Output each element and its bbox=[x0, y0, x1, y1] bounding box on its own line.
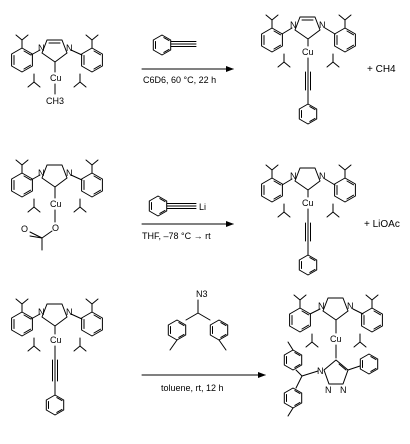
product-1: N N Cu bbox=[261, 14, 356, 125]
n-atom-2: N bbox=[325, 385, 332, 395]
o-atom-carbonyl: O bbox=[21, 224, 28, 234]
cu-label: Cu bbox=[50, 335, 62, 345]
conditions-2: THF, –78 °C → rt bbox=[142, 231, 211, 241]
ipr-1 bbox=[15, 34, 29, 49]
n-atom-left: N bbox=[290, 171, 297, 181]
conditions-1: C6D6, 60 °C, 22 h bbox=[143, 75, 216, 85]
reaction-2: N N Cu O O Li THF, bbox=[11, 159, 400, 276]
n-atom-left: N bbox=[318, 301, 325, 311]
n-atom-3: N bbox=[340, 385, 347, 395]
byproduct-2: + LiOAc bbox=[364, 219, 400, 230]
product-3: N N Cu N N N bbox=[283, 294, 383, 417]
ipr-2 bbox=[85, 34, 99, 49]
dipp-right bbox=[81, 47, 103, 73]
cu-label: Cu bbox=[50, 73, 62, 83]
reagent-1 bbox=[152, 34, 197, 56]
cu-label: Cu bbox=[302, 47, 314, 57]
azide-label: N3 bbox=[196, 289, 208, 299]
reactant-3: N N Cu bbox=[11, 298, 103, 416]
n-atom-left: N bbox=[38, 43, 45, 53]
cu-label: Cu bbox=[302, 198, 314, 208]
reaction-3: N N Cu N3 bbox=[11, 289, 383, 417]
reagent-3: N3 bbox=[167, 289, 229, 351]
product-2: N N Cu bbox=[261, 164, 356, 276]
dipp-left bbox=[11, 47, 33, 73]
reactant-1: N N Cu CH3 bbox=[11, 34, 103, 106]
n-atom-left: N bbox=[38, 168, 45, 178]
n-atom-left: N bbox=[38, 307, 45, 317]
reagent-2: Li bbox=[148, 195, 206, 217]
byproduct-1: + CH4 bbox=[367, 64, 396, 75]
li-label: Li bbox=[199, 202, 206, 212]
n-atom-right: N bbox=[319, 171, 326, 181]
n-atom-right: N bbox=[66, 43, 73, 53]
n-atom-right: N bbox=[347, 301, 354, 311]
conditions-3: toluene, rt, 12 h bbox=[161, 383, 224, 393]
cu-label: Cu bbox=[50, 199, 62, 209]
reaction-1: N N Cu CH3 C6D6, 60 °C, 22 h bbox=[11, 14, 396, 125]
n-atom-right: N bbox=[66, 307, 73, 317]
n-atom-1: N bbox=[317, 366, 324, 376]
methyl-label: CH3 bbox=[46, 96, 64, 106]
n-atom-right: N bbox=[66, 168, 73, 178]
reactant-2: N N Cu O O bbox=[11, 159, 103, 251]
n-atom-right: N bbox=[319, 20, 326, 30]
cu-label: Cu bbox=[330, 334, 342, 344]
n-atom-left: N bbox=[290, 20, 297, 30]
o-atom: O bbox=[52, 223, 59, 233]
